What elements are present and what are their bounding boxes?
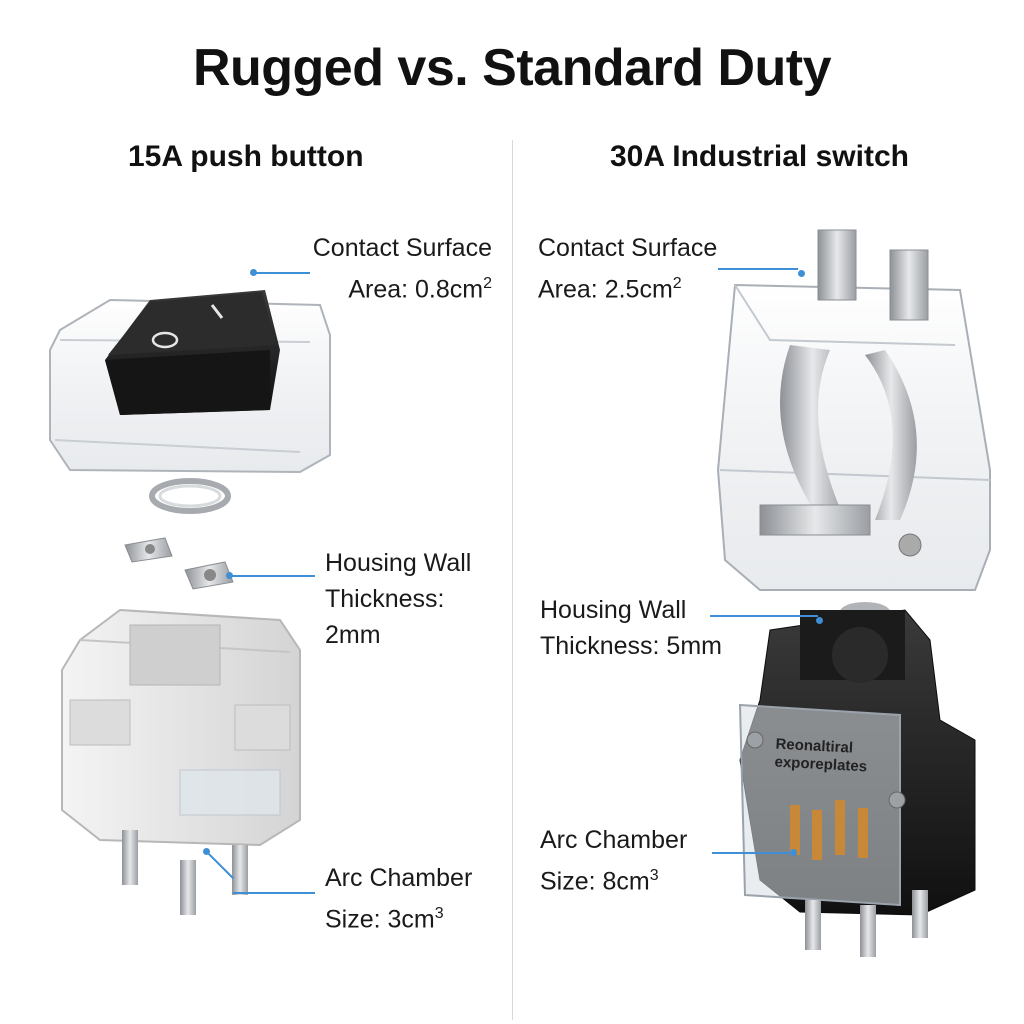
left-wall-dot bbox=[226, 572, 233, 579]
o-ring bbox=[149, 478, 231, 514]
left-contact-dot bbox=[250, 269, 257, 276]
plate-text: Reonaltiral exporeplates bbox=[774, 736, 868, 777]
left-arc-line-2: Size: 3cm bbox=[325, 905, 435, 934]
right-arc-exp: 3 bbox=[649, 867, 659, 884]
left-contact-leader bbox=[255, 272, 310, 274]
right-arc-dot bbox=[790, 849, 797, 856]
left-wall-label: Housing Wall Thickness: 2mm bbox=[325, 545, 471, 653]
left-arc-exp: 3 bbox=[434, 905, 444, 922]
switch-base-right bbox=[738, 602, 976, 957]
right-contact-label: Contact Surface Area: 2.5cm2 bbox=[538, 230, 717, 307]
left-wall-line-3: 2mm bbox=[325, 621, 381, 649]
left-wall-line-2: Thickness: bbox=[325, 585, 445, 613]
left-arc-leader bbox=[233, 892, 315, 894]
right-contact-line-2: Area: 2.5cm bbox=[538, 275, 673, 304]
right-wall-leader bbox=[710, 615, 818, 617]
right-contact-exp: 2 bbox=[672, 275, 682, 292]
left-heading: 15A push button bbox=[128, 140, 364, 173]
left-contact-line-2: Area: 0.8cm bbox=[348, 275, 484, 304]
rocker-actuator bbox=[105, 290, 280, 415]
right-contact-line-1: Contact Surface bbox=[538, 234, 718, 262]
left-wall-leader bbox=[230, 575, 315, 577]
right-contact-dot bbox=[798, 270, 805, 277]
left-arc-label: Arc Chamber Size: 3cm3 bbox=[325, 860, 472, 937]
right-wall-line-2: Thickness: 5mm bbox=[540, 632, 722, 660]
right-wall-line-1: Housing Wall bbox=[540, 596, 687, 624]
right-heading: 30A Industrial switch bbox=[610, 140, 909, 173]
right-arc-line-1: Arc Chamber bbox=[540, 826, 688, 854]
switch-base-left bbox=[61, 608, 301, 915]
contact-plates bbox=[124, 537, 234, 590]
right-arc-leader bbox=[712, 852, 792, 854]
column-divider bbox=[512, 140, 513, 1020]
right-wall-label: Housing Wall Thickness: 5mm bbox=[540, 592, 722, 664]
right-contact-leader bbox=[718, 268, 798, 270]
left-contact-line-1: Contact Surface bbox=[312, 234, 492, 262]
right-arc-label: Arc Chamber Size: 8cm3 bbox=[540, 822, 687, 899]
left-wall-line-1: Housing Wall bbox=[325, 549, 472, 577]
left-contact-exp: 2 bbox=[483, 275, 492, 292]
clear-cover-right bbox=[716, 229, 991, 591]
right-wall-dot bbox=[816, 617, 823, 624]
left-contact-label: Contact Surface Area: 0.8cm2 bbox=[230, 230, 492, 307]
right-arc-line-2: Size: 8cm bbox=[540, 867, 650, 896]
left-arc-dot bbox=[203, 848, 210, 855]
page-title: Rugged vs. Standard Duty bbox=[192, 39, 832, 97]
left-arc-line-1: Arc Chamber bbox=[325, 864, 473, 892]
